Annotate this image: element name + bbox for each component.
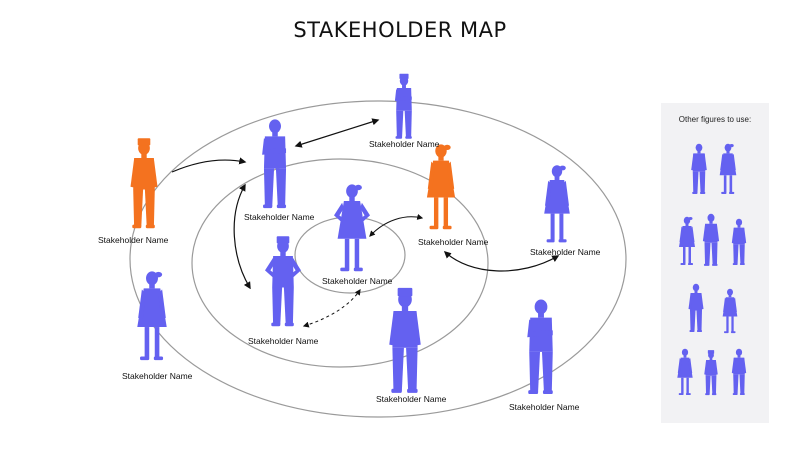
sample-figure-10 — [731, 348, 747, 396]
stakeholder-label: Stakeholder Name — [530, 247, 601, 257]
sample-figure-3 — [679, 216, 695, 265]
page-title: STAKEHOLDER MAP — [293, 18, 507, 42]
other-figures-grid — [677, 143, 747, 396]
stakeholder-figure-3 — [334, 184, 370, 272]
stakeholder-figure-9 — [389, 287, 421, 393]
arrow-s5-s6 — [443, 251, 560, 272]
stakeholder-figure-5 — [426, 144, 456, 230]
middle-ring — [191, 158, 489, 368]
stakeholder-figure-4 — [394, 73, 412, 139]
stakeholder-figure-2 — [262, 119, 287, 209]
sample-figure-9 — [704, 350, 718, 396]
stakeholder-label: Stakeholder Name — [509, 402, 580, 412]
arrow-s2-s4 — [294, 118, 380, 148]
arrow-s3-s5 — [369, 213, 424, 237]
sample-figure-2 — [719, 143, 737, 194]
stakeholder-label: Stakeholder Name — [369, 139, 440, 149]
stakeholder-figure-1 — [130, 138, 158, 229]
stakeholder-figure-6 — [544, 165, 570, 243]
arrow-s1-to-s2 — [171, 157, 247, 173]
arrow-s7-s3-dashed — [302, 289, 361, 328]
stakeholder-label: Stakeholder Name — [244, 212, 315, 222]
stakeholder-label: Stakeholder Name — [376, 394, 447, 404]
sample-figure-6 — [688, 283, 704, 332]
outer-ring — [129, 100, 627, 418]
stakeholder-figure-7 — [265, 236, 301, 327]
other-figures-panel: Other figures to use: — [661, 103, 769, 423]
sample-figure-8 — [677, 348, 693, 396]
stakeholder-label: Stakeholder Name — [322, 276, 393, 286]
other-figures-title: Other figures to use: — [678, 115, 752, 124]
stakeholder-label: Stakeholder Name — [248, 336, 319, 346]
stakeholder-label: Stakeholder Name — [98, 235, 169, 245]
stakeholder-label: Stakeholder Name — [122, 371, 193, 381]
arrow-s2-s7 — [233, 183, 251, 290]
stakeholder-label: Stakeholder Name — [418, 237, 489, 247]
sample-figure-7 — [722, 288, 738, 334]
stakeholder-figure-10 — [527, 299, 553, 395]
sample-figure-4 — [702, 213, 720, 266]
sample-figure-5 — [731, 218, 747, 266]
sample-figure-1 — [691, 143, 707, 194]
stakeholder-figure-8 — [137, 271, 167, 361]
